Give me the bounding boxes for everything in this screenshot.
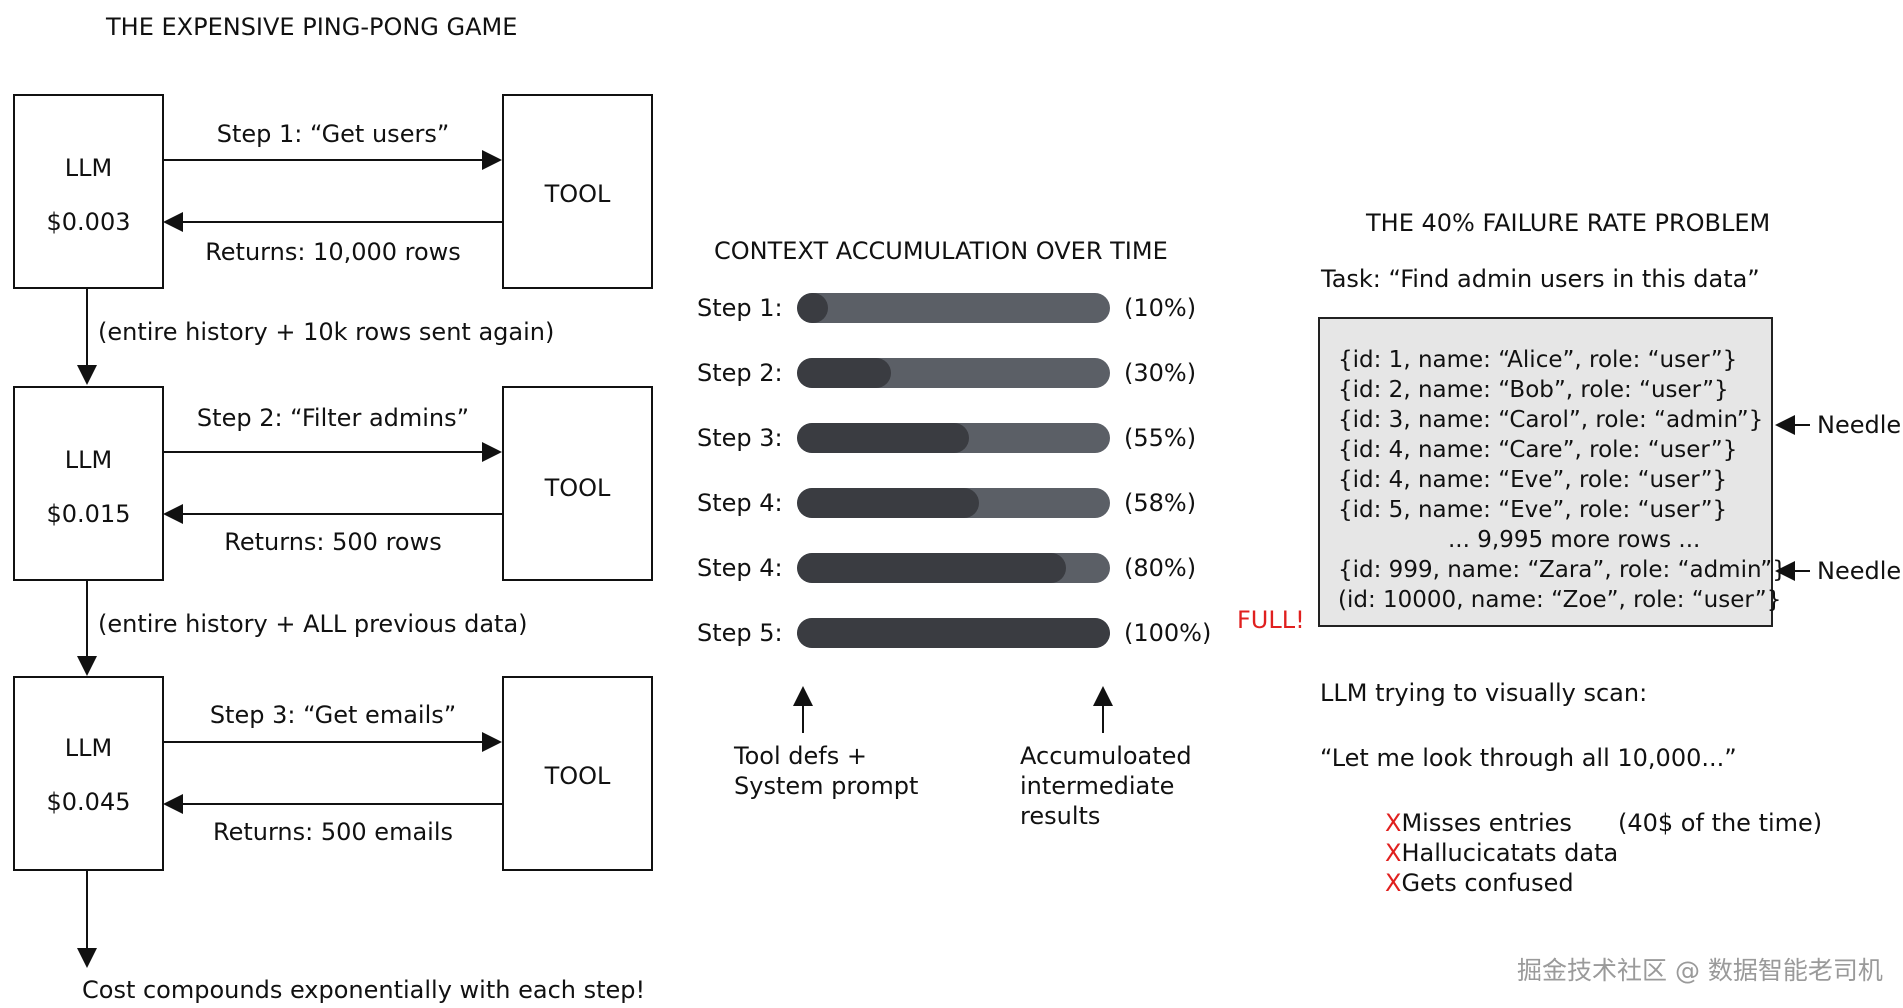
transition-note-2: (entire history + ALL previous data) bbox=[98, 610, 528, 638]
llm-box-3: LLM $0.045 bbox=[13, 676, 164, 871]
request-label-3: Step 3: “Get emails” bbox=[209, 701, 457, 729]
llm-cost: $0.045 bbox=[46, 788, 131, 816]
failure-note: (40$ of the time) bbox=[1618, 809, 1823, 837]
failure-text: Misses entries bbox=[1401, 809, 1572, 837]
annotation-left-line-1: Tool defs + bbox=[734, 742, 867, 770]
context-bar-track bbox=[797, 423, 1110, 453]
llm-box-1: LLM $0.003 bbox=[13, 94, 164, 289]
transition-note-1: (entire history + 10k rows sent again) bbox=[98, 318, 555, 346]
task-text: Task: “Find admin users in this data” bbox=[1321, 265, 1760, 293]
response-label-3: Returns: 500 emails bbox=[213, 818, 453, 846]
context-bar-track bbox=[797, 488, 1110, 518]
bar-step-label: Step 3: bbox=[697, 424, 783, 452]
llm-cost: $0.003 bbox=[46, 208, 131, 236]
data-row: {id: 2, name: “Bob”, role: “user”} bbox=[1338, 377, 1729, 403]
left-panel-title: THE EXPENSIVE PING-PONG GAME bbox=[106, 13, 518, 41]
context-bar-fill bbox=[797, 618, 1110, 648]
data-row: {id: 4, name: “Eve”, role: “user”} bbox=[1338, 467, 1728, 493]
context-bar-fill bbox=[797, 488, 979, 518]
data-rows-box: {id: 1, name: “Alice”, role: “user”} {id… bbox=[1318, 317, 1787, 627]
annotation-right-line-1: Accumuloated bbox=[1020, 742, 1192, 770]
failure-item-3: XGets confused bbox=[1385, 871, 1574, 895]
failure-text: Hallucicatats data bbox=[1401, 839, 1619, 867]
tool-box-3: TOOL bbox=[502, 676, 653, 871]
context-bar-fill bbox=[797, 293, 829, 323]
tool-label: TOOL bbox=[544, 762, 611, 790]
x-mark-icon: X bbox=[1385, 869, 1402, 897]
request-label-2: Step 2: “Filter admins” bbox=[196, 404, 470, 432]
right-panel-title: THE 40% FAILURE RATE PROBLEM bbox=[1366, 209, 1771, 237]
context-bar-track bbox=[797, 553, 1110, 583]
bar-step-label: Step 2: bbox=[697, 359, 783, 387]
bar-percent-label: (80%) bbox=[1124, 554, 1197, 582]
x-mark-icon: X bbox=[1385, 809, 1402, 837]
data-row: {id: 999, name: “Zara”, role: “admin”} bbox=[1338, 557, 1787, 583]
bar-percent-label: (58%) bbox=[1124, 489, 1197, 517]
data-row: {id: 3, name: “Carol”, role: “admin”} bbox=[1338, 407, 1764, 433]
failure-text: Gets confused bbox=[1401, 869, 1574, 897]
bar-step-label: Step 5: bbox=[697, 619, 783, 647]
context-bar-fill bbox=[797, 553, 1067, 583]
scan-quote: “Let me look through all 10,000...” bbox=[1320, 744, 1737, 772]
cost-footer: Cost compounds exponentially with each s… bbox=[82, 976, 646, 1004]
context-bar-fill bbox=[797, 358, 891, 388]
tool-label: TOOL bbox=[544, 180, 611, 208]
bar-percent-label: (30%) bbox=[1124, 359, 1197, 387]
bar-step-label: Step 4: bbox=[697, 554, 783, 582]
llm-label: LLM bbox=[64, 734, 113, 762]
annotation-left-line-2: System prompt bbox=[734, 772, 919, 800]
middle-panel-title: CONTEXT ACCUMULATION OVER TIME bbox=[714, 237, 1168, 265]
context-bar-track bbox=[797, 293, 1110, 323]
scan-caption: LLM trying to visually scan: bbox=[1320, 679, 1648, 707]
data-row: (id: 10000, name: “Zoe”, role: “user”} bbox=[1338, 587, 1782, 613]
bar-step-label: Step 4: bbox=[697, 489, 783, 517]
response-label-2: Returns: 500 rows bbox=[224, 528, 442, 556]
llm-label: LLM bbox=[64, 154, 113, 182]
data-row: {id: 5, name: “Eve”, role: “user”} bbox=[1338, 497, 1728, 523]
annotation-right-line-2: intermediate bbox=[1020, 772, 1175, 800]
data-row-ellipsis: ... 9,995 more rows ... bbox=[1448, 527, 1701, 553]
data-row: {id: 4, name: “Care”, role: “user”} bbox=[1338, 437, 1738, 463]
failure-item-2: XHallucicatats data bbox=[1385, 841, 1618, 865]
context-bar-track bbox=[797, 358, 1110, 388]
tool-box-1: TOOL bbox=[502, 94, 653, 289]
watermark: 掘金技术社区 @ 数据智能老司机 bbox=[1517, 956, 1883, 985]
llm-box-2: LLM $0.015 bbox=[13, 386, 164, 581]
x-mark-icon: X bbox=[1385, 839, 1402, 867]
annotation-right-line-3: results bbox=[1020, 802, 1101, 830]
bar-percent-label: (55%) bbox=[1124, 424, 1197, 452]
tool-box-2: TOOL bbox=[502, 386, 653, 581]
bar-percent-label: (10%) bbox=[1124, 294, 1197, 322]
needle-label-2: Needle bbox=[1817, 557, 1902, 585]
bar-step-label: Step 1: bbox=[697, 294, 783, 322]
request-label-1: Step 1: “Get users” bbox=[216, 120, 450, 148]
llm-label: LLM bbox=[64, 446, 113, 474]
failure-item-1: XMisses entries bbox=[1385, 811, 1572, 835]
full-label: FULL! bbox=[1237, 606, 1305, 634]
data-row: {id: 1, name: “Alice”, role: “user”} bbox=[1338, 347, 1738, 373]
needle-label-1: Needle bbox=[1817, 411, 1902, 439]
context-bar-track bbox=[797, 618, 1110, 648]
context-bar-fill bbox=[797, 423, 970, 453]
llm-cost: $0.015 bbox=[46, 500, 131, 528]
tool-label: TOOL bbox=[544, 474, 611, 502]
bar-percent-label: (100%) bbox=[1124, 619, 1212, 647]
response-label-1: Returns: 10,000 rows bbox=[205, 238, 461, 266]
